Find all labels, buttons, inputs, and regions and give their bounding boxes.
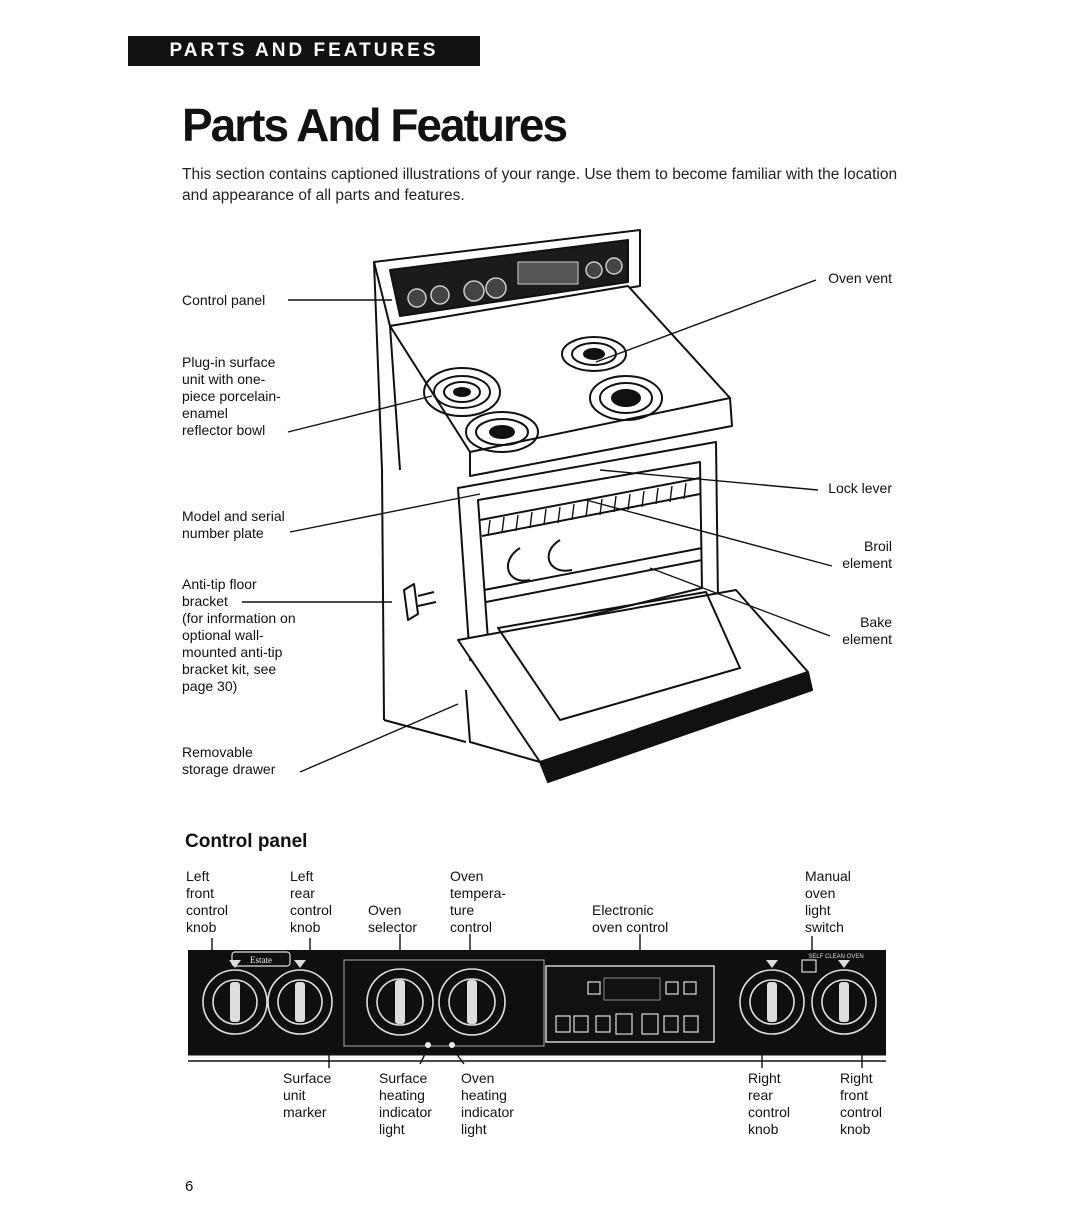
self-clean-marking: SELF CLEAN OVEN [808,954,863,960]
label-model-plate: Model and serial number plate [182,508,285,541]
label-oven-heating-indicator: Oven heating indicator light [461,1070,514,1137]
label-surface-unit-marker: Surface unit marker [283,1070,332,1120]
label-control-panel: Control panel [182,292,266,308]
label-electronic-oven-control: Electronic oven control [592,902,669,935]
label-anti-tip-bracket: Anti-tip floor bracket (for information … [182,576,296,694]
label-oven-vent: Oven vent [828,270,892,286]
label-broil-element: Broil element [842,538,892,571]
label-left-rear-knob: Left rear control knob [290,868,333,935]
label-manual-light-switch: Manual oven light switch [805,868,851,935]
range-illustration [242,229,833,783]
label-surface-heating-indicator: Surface heating indicator light [379,1070,432,1137]
label-right-rear-knob: Right rear control knob [748,1070,791,1137]
label-storage-drawer: Removable storage drawer [182,744,276,777]
brand-logo: Estate [250,955,272,965]
label-bake-element: Bake element [842,614,892,647]
surface-heating-indicator-light [425,1042,431,1048]
label-lock-lever: Lock lever [828,480,892,496]
control-panel-heading: Control panel [185,831,308,852]
section-banner: PARTS AND FEATURES [128,36,480,66]
label-right-front-knob: Right front control knob [840,1070,883,1137]
label-oven-temp-control: Oven tempera- ture control [450,868,507,935]
page-number: 6 [185,1178,194,1195]
label-surface-unit: Plug-in surface unit with one- piece por… [182,354,281,438]
oven-heating-indicator-light [449,1042,455,1048]
oven-light-switch[interactable] [801,959,817,973]
label-oven-selector: Oven selector [368,902,418,935]
page-title: Parts And Features [182,99,568,151]
intro-paragraph: This section contains captioned illustra… [182,166,898,204]
label-left-front-knob: Left front control knob [186,868,229,935]
